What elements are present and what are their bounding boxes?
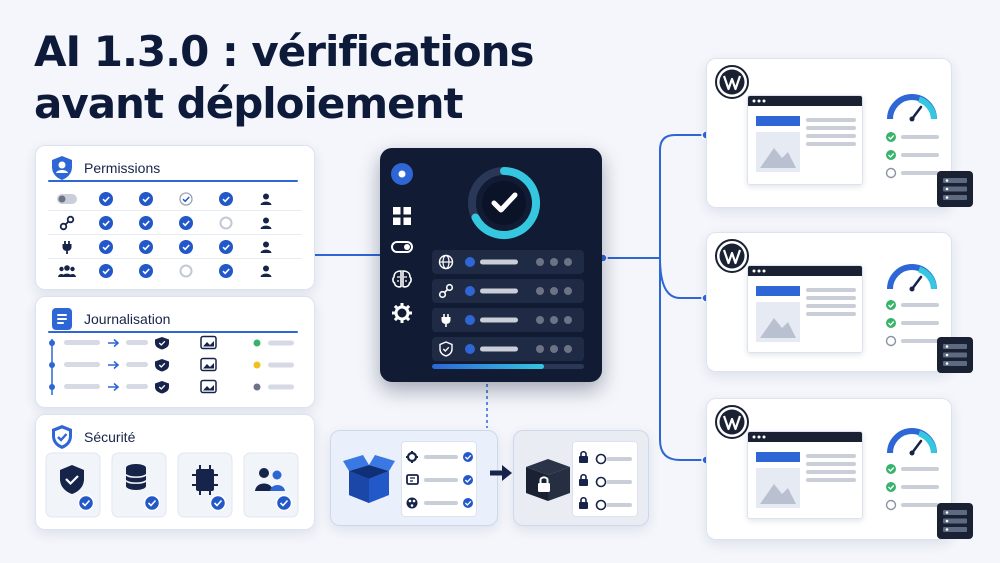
plug-icon bbox=[62, 241, 72, 254]
wordpress-logo-icon bbox=[715, 65, 749, 99]
check-icon bbox=[99, 192, 113, 206]
status-indicator bbox=[465, 315, 572, 325]
site-card-2 bbox=[706, 232, 973, 373]
check-row-globe bbox=[432, 250, 584, 274]
empty-circle-icon bbox=[219, 216, 233, 230]
security-panel: Sécurité bbox=[35, 414, 315, 530]
record-icon[interactable] bbox=[390, 162, 414, 186]
browser-content bbox=[748, 266, 862, 342]
browser-content bbox=[748, 432, 862, 508]
security-tiles bbox=[45, 452, 299, 518]
shield-check-icon bbox=[439, 341, 453, 357]
shield-check-icon bbox=[52, 425, 72, 449]
server-icon bbox=[937, 337, 973, 373]
browser-window bbox=[747, 431, 863, 519]
logging-panel: Journalisation bbox=[35, 296, 315, 408]
site-card-3 bbox=[706, 398, 973, 540]
check-icon bbox=[139, 240, 153, 254]
permissions-divider bbox=[48, 180, 298, 182]
check-icon bbox=[139, 192, 153, 206]
link-icon bbox=[438, 283, 454, 299]
document-list-icon bbox=[52, 308, 72, 330]
progress-bar-fill bbox=[432, 364, 545, 369]
status-indicator bbox=[465, 286, 572, 296]
row-divider bbox=[48, 210, 302, 211]
check-icon bbox=[179, 240, 193, 254]
check-icon bbox=[139, 216, 153, 230]
status-indicator bbox=[465, 257, 572, 267]
users-group-icon bbox=[58, 265, 76, 277]
open-box-icon bbox=[343, 455, 395, 503]
checklist-rows bbox=[406, 451, 473, 509]
user-shield-icon bbox=[52, 156, 72, 180]
status-list bbox=[885, 132, 939, 179]
gear-icon[interactable] bbox=[391, 302, 413, 324]
check-icon bbox=[219, 192, 233, 206]
row-divider bbox=[48, 258, 302, 259]
check-icon bbox=[99, 216, 113, 230]
security-label: Sécurité bbox=[84, 429, 136, 445]
check-icon bbox=[219, 240, 233, 254]
package-card-open bbox=[330, 430, 498, 526]
server-icon bbox=[937, 503, 973, 539]
locked-box-icon bbox=[526, 459, 570, 501]
globe-icon bbox=[438, 254, 454, 270]
empty-circle-icon bbox=[179, 264, 193, 278]
check-row-shield bbox=[432, 337, 584, 361]
check-icon bbox=[99, 264, 113, 278]
log-timeline bbox=[49, 335, 294, 395]
check-row-link bbox=[432, 279, 584, 303]
package-checklist bbox=[401, 441, 477, 517]
check-icon bbox=[219, 264, 233, 278]
check-outline-icon bbox=[179, 192, 193, 206]
user-icon bbox=[260, 217, 272, 229]
title-line-1: AI 1.3.0 : vérifications bbox=[34, 27, 534, 76]
performance-gauge bbox=[887, 428, 937, 456]
wordpress-logo-icon bbox=[715, 239, 749, 273]
lock-checklist bbox=[572, 441, 638, 517]
performance-gauge bbox=[887, 264, 937, 292]
logging-divider bbox=[48, 331, 298, 333]
row-divider bbox=[48, 234, 302, 235]
check-icon bbox=[179, 216, 193, 230]
status-indicator bbox=[465, 344, 572, 354]
permissions-panel: Permissions bbox=[35, 145, 315, 290]
link-icon bbox=[59, 215, 75, 231]
arrow-right-icon bbox=[490, 465, 512, 481]
user-icon bbox=[260, 241, 272, 253]
browser-window bbox=[747, 95, 863, 185]
toggle-icon bbox=[57, 194, 77, 204]
browser-content bbox=[748, 96, 862, 172]
status-list bbox=[885, 464, 939, 511]
title-line-2: avant déploiement bbox=[34, 79, 464, 128]
browser-window bbox=[747, 265, 863, 353]
check-icon bbox=[99, 240, 113, 254]
plug-icon bbox=[441, 314, 451, 327]
user-icon bbox=[260, 265, 272, 277]
check-icon bbox=[139, 264, 153, 278]
logging-label: Journalisation bbox=[84, 311, 171, 327]
grid-icon[interactable] bbox=[392, 206, 412, 226]
check-row-plug bbox=[432, 308, 584, 332]
user-icon bbox=[260, 193, 272, 205]
status-list bbox=[885, 300, 939, 347]
table-row bbox=[48, 188, 334, 210]
progress-bar bbox=[432, 364, 584, 369]
server-icon bbox=[937, 171, 973, 207]
success-ring bbox=[468, 167, 541, 239]
performance-gauge bbox=[887, 94, 937, 122]
wordpress-logo-icon bbox=[715, 405, 749, 439]
table-row bbox=[48, 212, 334, 234]
table-row bbox=[48, 260, 334, 282]
main-dashboard-card bbox=[380, 148, 602, 382]
lock-rows bbox=[579, 450, 632, 511]
page-title: AI 1.3.0 : vérifications avant déploieme… bbox=[34, 26, 534, 130]
package-card-locked bbox=[513, 430, 649, 526]
table-row bbox=[48, 236, 334, 258]
brain-icon[interactable] bbox=[391, 269, 413, 289]
toggle-icon[interactable] bbox=[391, 241, 413, 253]
site-card-1 bbox=[706, 58, 973, 208]
permissions-label: Permissions bbox=[84, 160, 161, 176]
